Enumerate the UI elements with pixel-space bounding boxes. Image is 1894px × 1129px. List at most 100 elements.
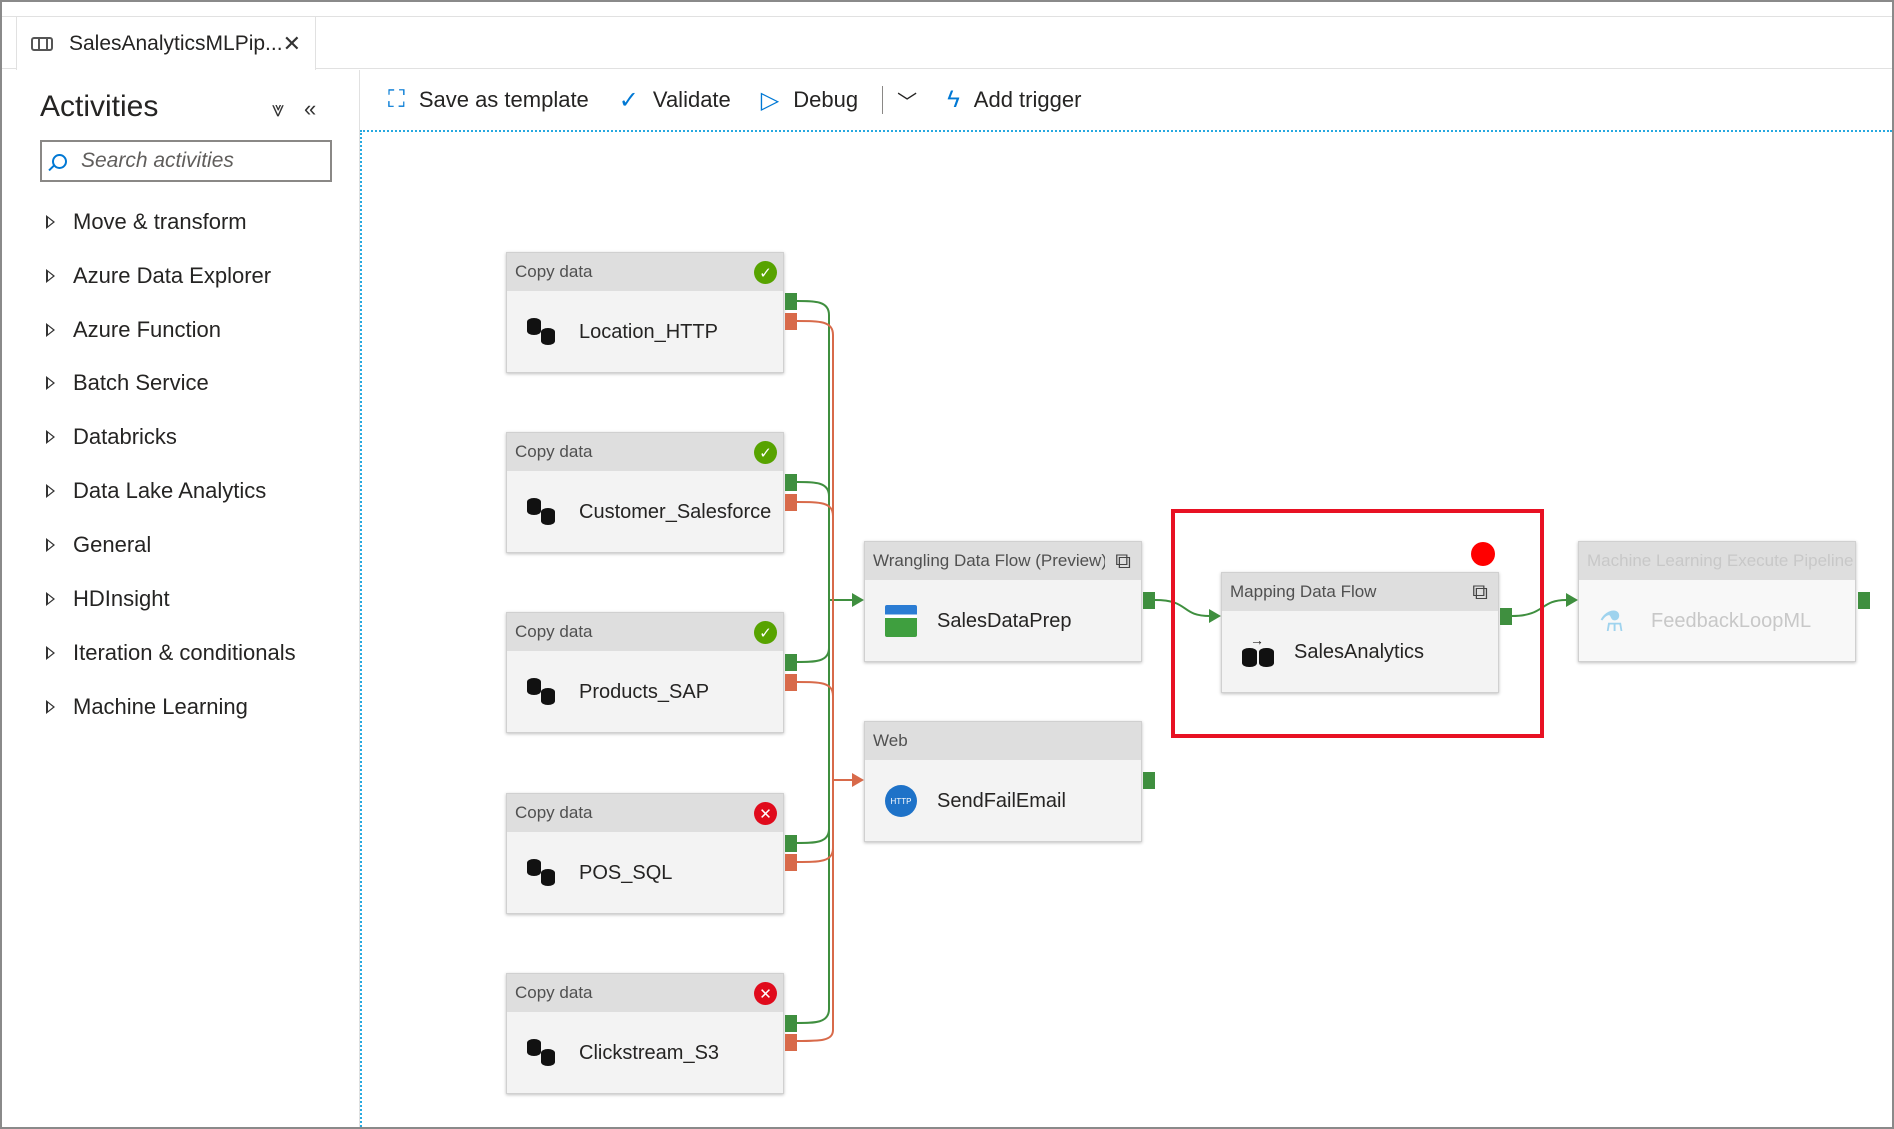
expand-icon xyxy=(46,700,55,714)
activity-type: Mapping Data Flow xyxy=(1230,582,1377,601)
activity-ml-execute-pipeline[interactable]: Machine Learning Execute Pipeline ⚗Feedb… xyxy=(1578,541,1856,662)
search-icon xyxy=(52,153,67,169)
open-external-icon[interactable]: ⧉ xyxy=(1115,548,1131,573)
category-label: HDInsight xyxy=(73,586,170,611)
failure-port[interactable] xyxy=(785,674,797,691)
tab-title: SalesAnalyticsMLPip... xyxy=(68,31,283,55)
category-label: Machine Learning xyxy=(73,694,248,719)
highlight-box xyxy=(1171,509,1544,738)
category-azure-function[interactable]: Azure Function xyxy=(46,317,221,343)
success-port[interactable] xyxy=(785,654,797,671)
copy-data-icon xyxy=(527,857,559,889)
activities-sidebar: Activities ⩔ « Search activities Move & … xyxy=(2,70,360,1127)
search-activities-input[interactable]: Search activities xyxy=(40,140,332,182)
save-as-template-label: Save as template xyxy=(418,87,589,112)
web-http-icon: HTTP xyxy=(885,785,917,817)
chevron-down-icon: ﹀ xyxy=(897,91,918,114)
expand-icon xyxy=(46,592,55,606)
wrangling-data-flow-icon xyxy=(885,605,917,637)
lightning-icon: ϟ xyxy=(947,86,960,113)
arrowhead xyxy=(852,593,864,607)
category-label: Batch Service xyxy=(73,370,209,395)
validate-label: Validate xyxy=(652,87,731,112)
activity-type: Copy data xyxy=(515,983,593,1002)
success-port[interactable] xyxy=(785,1015,797,1032)
success-port[interactable] xyxy=(1143,772,1155,789)
expand-icon xyxy=(46,646,55,660)
success-port[interactable] xyxy=(1143,592,1155,609)
category-data-lake-analytics[interactable]: Data Lake Analytics xyxy=(46,478,266,504)
activity-name: SendFailEmail xyxy=(937,789,1066,812)
copy-data-icon xyxy=(527,676,559,708)
category-label: Azure Function xyxy=(73,317,221,342)
success-port[interactable] xyxy=(785,474,797,491)
failed-icon: ✕ xyxy=(754,982,777,1005)
activity-type: Copy data xyxy=(515,803,593,822)
activity-type: Copy data xyxy=(515,442,593,461)
connector-failure xyxy=(796,681,834,697)
connector-failure xyxy=(796,501,834,517)
success-icon: ✓ xyxy=(754,261,777,284)
tab-strip: SalesAnalyticsMLPip... ✕ xyxy=(2,17,1892,70)
expand-icon xyxy=(46,215,55,229)
success-port[interactable] xyxy=(785,293,797,310)
tab-pipeline[interactable]: SalesAnalyticsMLPip... ✕ xyxy=(16,17,316,70)
activity-wrangling-data-flow[interactable]: Wrangling Data Flow (Preview) ⧉ SalesData… xyxy=(864,541,1142,662)
close-tab-icon[interactable]: ✕ xyxy=(282,30,301,56)
category-general[interactable]: General xyxy=(46,532,151,558)
failure-connectors xyxy=(796,320,852,1042)
debug-label: Debug xyxy=(793,87,859,112)
activity-type: Web xyxy=(873,731,908,750)
category-iteration-conditionals[interactable]: Iteration & conditionals xyxy=(46,640,296,666)
expand-icon xyxy=(46,484,55,498)
activity-mapping-data-flow[interactable]: Mapping Data Flow⧉ →SalesAnalytics xyxy=(1221,572,1499,693)
activity-copy-products-sap[interactable]: Copy data✓ Products_SAP xyxy=(506,612,784,733)
activity-type: Machine Learning Execute Pipeline xyxy=(1587,551,1854,570)
category-azure-data-explorer[interactable]: Azure Data Explorer xyxy=(46,263,271,289)
failure-port[interactable] xyxy=(785,313,797,330)
activity-copy-clickstream-s3[interactable]: Copy data✕ Clickstream_S3 xyxy=(506,973,784,1094)
connector-success xyxy=(796,829,830,1024)
success-port[interactable] xyxy=(1858,592,1870,609)
success-port[interactable] xyxy=(785,835,797,852)
add-trigger-label: Add trigger xyxy=(973,87,1082,112)
toolbar-divider xyxy=(882,86,884,114)
activity-name: SalesDataPrep xyxy=(937,609,1072,632)
category-label: Data Lake Analytics xyxy=(73,478,267,503)
collapse-sidebar-icon[interactable]: « xyxy=(304,96,317,121)
connector-failure xyxy=(796,320,834,1042)
open-external-icon[interactable]: ⧉ xyxy=(1472,579,1488,604)
activity-type: Wrangling Data Flow (Preview) xyxy=(873,551,1105,570)
add-trigger-button[interactable]: ϟ Add trigger xyxy=(947,86,1081,114)
connector-success xyxy=(796,300,830,600)
debug-button[interactable]: ▷Debug xyxy=(761,86,858,115)
failed-icon: ✕ xyxy=(754,802,777,825)
activity-copy-customer-salesforce[interactable]: Copy data✓ Customer_Salesforce xyxy=(506,432,784,553)
category-batch-service[interactable]: Batch Service xyxy=(46,370,209,396)
success-port[interactable] xyxy=(1500,608,1512,625)
connector-success xyxy=(796,647,830,663)
activity-type: Copy data xyxy=(515,622,593,641)
arrowhead xyxy=(1566,593,1578,607)
category-machine-learning[interactable]: Machine Learning xyxy=(46,694,248,720)
validate-button[interactable]: ✓Validate xyxy=(619,86,731,115)
collapse-all-icon[interactable]: ⩔ xyxy=(272,96,285,121)
activity-web-send-fail-email[interactable]: Web HTTP SendFailEmail xyxy=(864,721,1142,842)
connector-failure xyxy=(796,847,834,863)
arrowhead xyxy=(1209,609,1221,623)
category-databricks[interactable]: Databricks xyxy=(46,424,177,450)
debug-options-dropdown[interactable]: ﹀ xyxy=(897,86,917,115)
activity-copy-location-http[interactable]: Copy data✓ Location_HTTP xyxy=(506,252,784,373)
activity-copy-pos-sql[interactable]: Copy data✕ POS_SQL xyxy=(506,793,784,914)
success-icon: ✓ xyxy=(754,441,777,464)
copy-data-icon xyxy=(527,316,559,348)
category-hdinsight[interactable]: HDInsight xyxy=(46,586,170,612)
pipeline-icon xyxy=(31,36,53,51)
failure-port[interactable] xyxy=(785,854,797,871)
category-move-transform[interactable]: Move & transform xyxy=(46,209,247,235)
failure-port[interactable] xyxy=(785,494,797,511)
window-top-bar xyxy=(2,2,1892,17)
pipeline-canvas[interactable] xyxy=(360,130,1892,1127)
failure-port[interactable] xyxy=(785,1034,797,1051)
save-as-template-button[interactable]: ⛶Save as template xyxy=(388,86,589,114)
